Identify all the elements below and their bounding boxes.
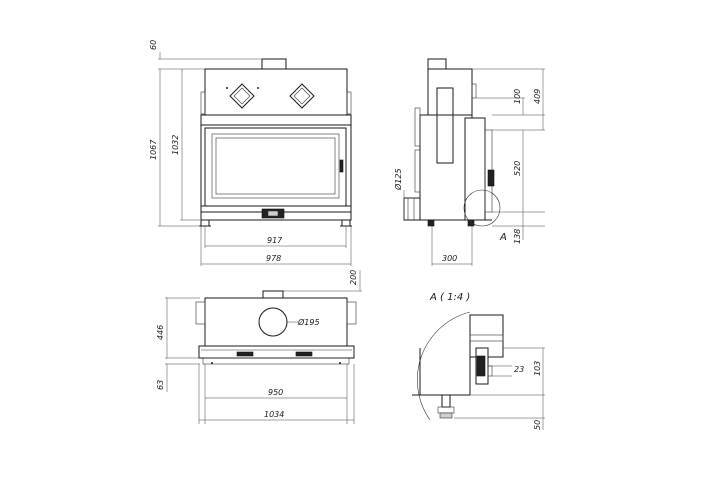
dim-upper-small: 100 xyxy=(513,89,522,104)
dim-detail-step: 23 xyxy=(514,365,524,374)
detail-title: A ( 1:4 ) xyxy=(429,292,470,303)
top-dimensions xyxy=(165,270,362,424)
dim-overall-width: 978 xyxy=(266,254,281,263)
dim-body-height: 1032 xyxy=(171,135,180,155)
vent-left xyxy=(229,83,255,109)
side-view: A 100 409 520 138 300 Ø125 xyxy=(393,58,545,266)
dim-overall-height: 1067 xyxy=(149,139,158,160)
dim-bottom: 138 xyxy=(513,229,522,244)
dim-top-offset: 60 xyxy=(149,40,158,50)
detail-view: A ( 1:4 ) 23 103 50 xyxy=(412,292,545,430)
dim-detail-foot: 50 xyxy=(533,420,542,430)
dim-inner-width-top: 950 xyxy=(268,388,283,397)
dim-flue-diameter-top: Ø195 xyxy=(297,317,320,327)
dim-detail-height: 103 xyxy=(533,361,542,376)
dim-depth-top: 446 xyxy=(156,325,165,340)
dim-inner-width: 917 xyxy=(267,236,283,245)
dim-upper: 409 xyxy=(533,89,542,104)
detail-dimensions xyxy=(454,347,545,430)
dim-middle: 520 xyxy=(513,161,522,176)
dim-flue-diameter-side: Ø125 xyxy=(393,168,403,191)
side-dimensions xyxy=(403,68,545,266)
dim-collar-height: 200 xyxy=(349,270,358,285)
dim-front-offset: 63 xyxy=(156,380,165,390)
top-view: 200 446 63 950 1034 Ø195 xyxy=(156,270,362,424)
detail-marker: A xyxy=(499,232,507,243)
front-dimensions xyxy=(158,52,352,266)
front-view: 60 1067 1032 917 978 xyxy=(149,40,352,266)
vent-right xyxy=(289,83,315,109)
dim-depth-side: 300 xyxy=(442,254,457,263)
dim-overall-width-top: 1034 xyxy=(264,410,284,419)
